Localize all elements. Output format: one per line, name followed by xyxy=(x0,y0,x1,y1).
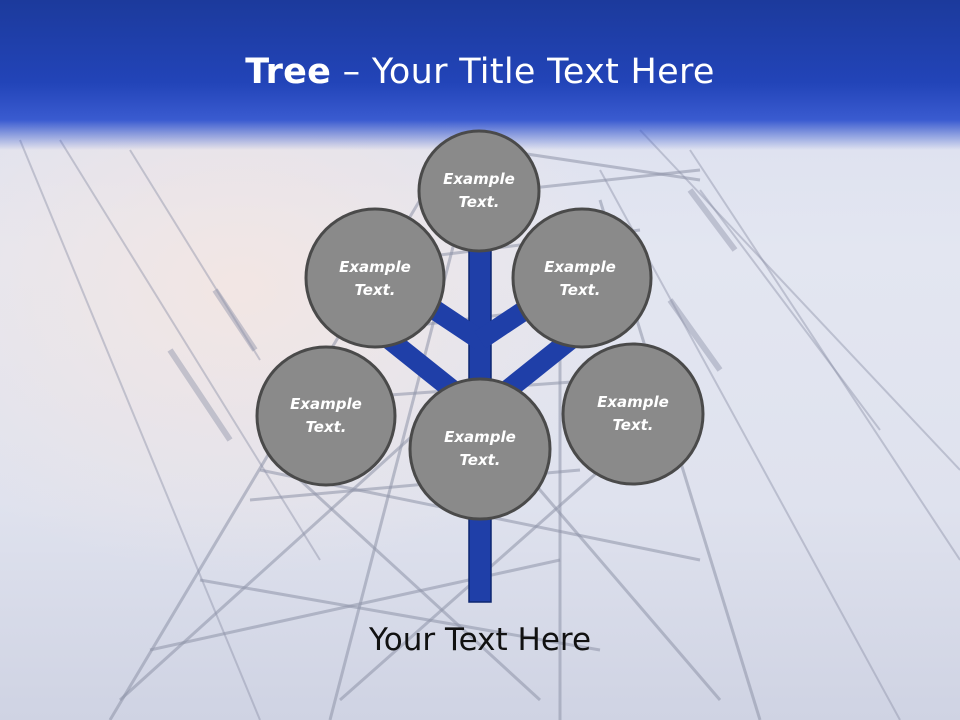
node-upper-left-line1: Example xyxy=(339,258,411,276)
node-text-middle-right: Example Text. xyxy=(563,391,703,437)
node-circle-middle-right xyxy=(561,342,705,486)
node-circle-top xyxy=(417,129,541,253)
title-bold: Tree xyxy=(245,52,332,92)
footer-text: Your Text Here xyxy=(368,622,592,658)
node-middle-right-line2: Text. xyxy=(612,416,654,434)
node-top-line2: Text. xyxy=(458,193,500,211)
title-bar xyxy=(0,0,960,150)
node-middle-left-line1: Example xyxy=(290,395,362,413)
node-circle-upper-right xyxy=(511,207,653,349)
node-circle-middle-left xyxy=(255,345,397,487)
node-center-line1: Example xyxy=(444,428,516,446)
node-text-upper-right: Example Text. xyxy=(510,256,650,302)
node-upper-right-line1: Example xyxy=(544,258,616,276)
node-text-top: Example Text. xyxy=(409,168,549,214)
title-rest: – Your Title Text Here xyxy=(331,52,715,92)
node-top-line1: Example xyxy=(443,170,515,188)
node-upper-left-line2: Text. xyxy=(354,281,396,299)
node-middle-left-line2: Text. xyxy=(305,418,347,436)
node-circle-center xyxy=(408,377,552,521)
node-circle-upper-left xyxy=(304,207,446,349)
node-center-line2: Text. xyxy=(459,451,501,469)
node-text-upper-left: Example Text. xyxy=(305,256,445,302)
node-middle-right-line1: Example xyxy=(597,393,669,411)
slide-title: Tree – Your Title Text Here xyxy=(0,52,960,92)
node-text-middle-left: Example Text. xyxy=(256,393,396,439)
node-upper-right-line2: Text. xyxy=(559,281,601,299)
node-text-center: Example Text. xyxy=(410,426,550,472)
